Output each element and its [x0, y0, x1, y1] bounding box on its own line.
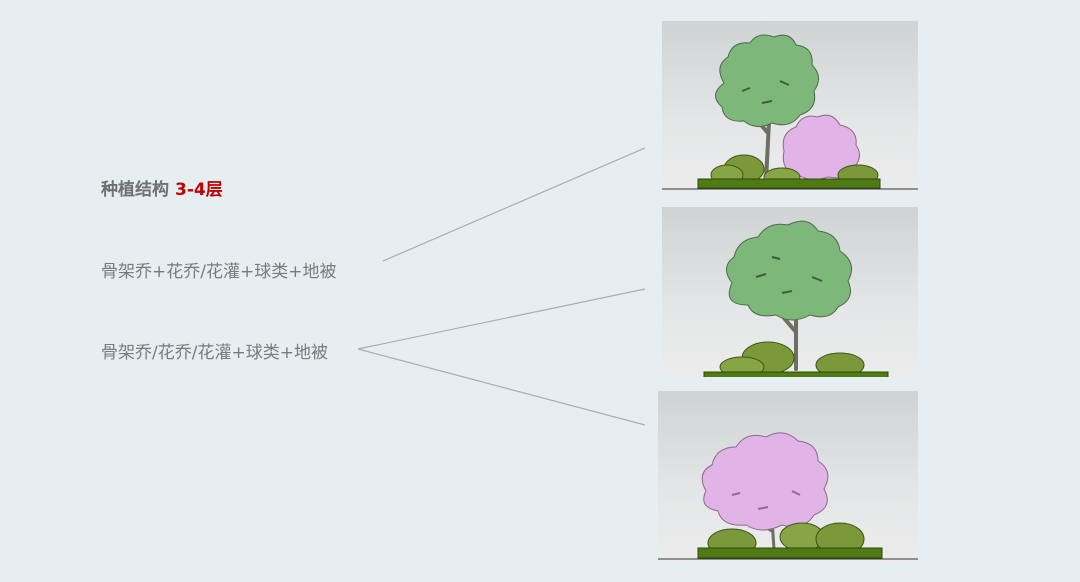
illustration-panel-flowering-tree: [658, 391, 918, 561]
groundcover-bed-icon: [697, 547, 883, 559]
illustration-panel-combo: [662, 21, 918, 191]
structure-label-combo: 骨架乔+花乔/花灌+球类+地被: [101, 262, 337, 282]
connector-to-panel-3: [357, 348, 646, 426]
connector-to-panel-1: [382, 147, 646, 262]
skeleton-tree-icon: [726, 220, 853, 371]
title-prefix: 种植结构: [101, 180, 169, 200]
groundcover-bed-icon: [697, 178, 881, 189]
planting-structure-title: 种植结构 3-4层: [101, 175, 223, 200]
connector-to-panel-2: [357, 288, 646, 350]
flowering-tree-icon: [701, 432, 829, 550]
skeleton-tree-icon: [715, 34, 819, 183]
title-layer-count: 3-4层: [175, 180, 223, 200]
flowering-tree-icon: [782, 114, 860, 181]
structure-label-alternatives: 骨架乔/花乔/花灌+球类+地被: [101, 343, 328, 363]
illustration-panel-skeleton-tree: [662, 207, 918, 377]
groundcover-bed-icon: [703, 371, 889, 377]
